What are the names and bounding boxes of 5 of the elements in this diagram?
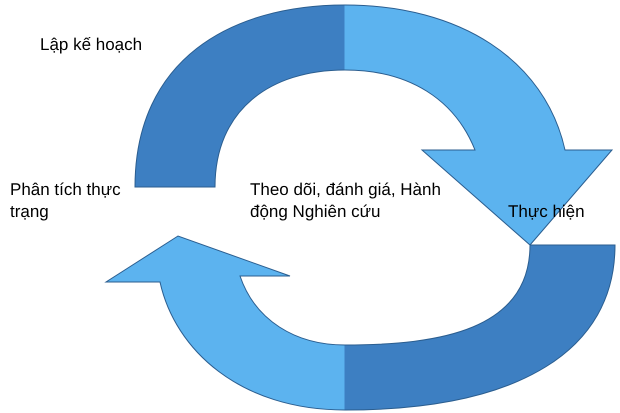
curved-arrow xyxy=(134,4,612,246)
curved-arrow xyxy=(106,236,616,410)
stage-label: Lập kế hoạch xyxy=(40,34,144,56)
stage-label: Theo dõi, đánh giá, Hành động Nghiên cứu xyxy=(250,179,442,223)
stage-label: Phân tích thực trạng xyxy=(10,179,122,223)
